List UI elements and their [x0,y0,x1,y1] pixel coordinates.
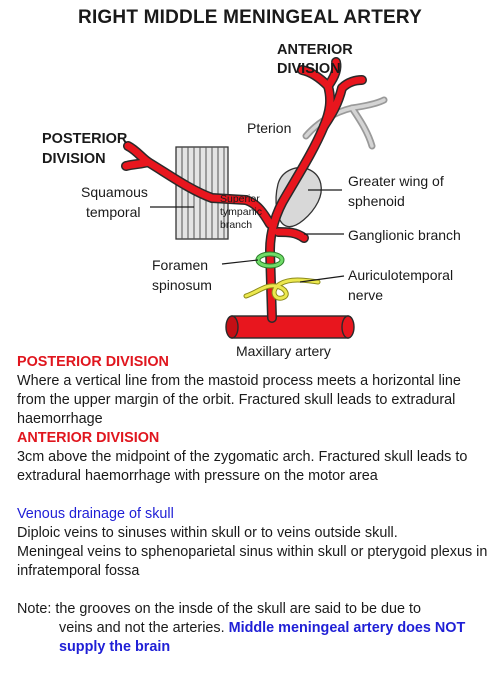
label-pterion: Pterion [247,120,291,136]
label-branch: branch [220,219,252,231]
label-foramen: Foramen [152,257,208,273]
label-spinosum: spinosum [152,277,212,293]
notes-section: POSTERIOR DIVISION Where a vertical line… [17,353,492,657]
posterior-division-heading: POSTERIOR DIVISION [17,354,169,370]
label-temporal: temporal [86,204,140,220]
anterior-division-text: 3cm above the midpoint of the zygomatic … [17,449,468,484]
page-title: RIGHT MIDDLE MENINGEAL ARTERY [78,7,422,28]
label-superior: Superior [220,193,260,205]
label-squamous: Squamous [81,184,148,200]
venous-drainage-heading: Venous drainage of skull [17,506,174,522]
label-anterior-division-2: DIVISION [277,61,341,77]
note-continuation: veins and not the arteries. Middle menin… [59,619,492,657]
note-cont-text: veins and not the arteries. [59,620,225,636]
venous-line-1: Diploic veins to sinuses within skull or… [17,525,398,541]
label-ganglionic-branch: Ganglionic branch [348,227,461,243]
note-bold-text: Middle meningeal artery does NOT supply … [59,620,466,655]
label-greater-wing: Greater wing of [348,173,444,189]
label-tympanic: tympanic [220,206,262,218]
venous-line-2: Meningeal veins to sphenoparietal sinus … [17,544,488,579]
artery-diagram: ANTERIOR DIVISION POSTERIOR DIVISION Pte… [42,42,461,359]
leader-lines [150,189,345,283]
label-maxillary-artery: Maxillary artery [236,343,331,359]
label-nerve: nerve [348,287,383,303]
posterior-division-text: Where a vertical line from the mastoid p… [17,373,461,427]
middle-meningeal-artery [121,57,367,323]
label-posterior-division-2: DIVISION [42,151,106,167]
maxillary-artery [225,315,355,339]
label-sphenoid: sphenoid [348,193,405,209]
auriculotemporal-nerve [243,277,321,301]
label-anterior-division: ANTERIOR [277,42,353,58]
label-posterior-division: POSTERIOR [42,131,128,147]
note-lead: Note: the grooves on the insde of the sk… [17,601,421,617]
label-auriculotemporal: Auriculotemporal [348,267,453,283]
anterior-division-heading: ANTERIOR DIVISION [17,430,160,446]
